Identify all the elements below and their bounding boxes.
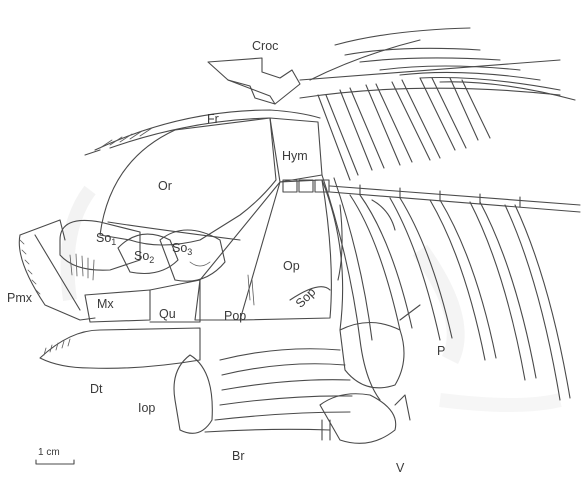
label-or: Or: [158, 179, 172, 193]
pectoral-girdle: [322, 175, 420, 400]
label-so2: So2: [134, 249, 154, 265]
label-qu: Qu: [159, 307, 176, 321]
label-fr: Fr: [207, 112, 219, 126]
label-so1: So1: [96, 231, 116, 247]
crest-bone: [208, 58, 300, 104]
label-sop: Sop: [293, 285, 319, 311]
neural-spines: [300, 78, 560, 180]
label-op: Op: [283, 259, 300, 273]
scale-bar: 1 cm: [36, 447, 74, 464]
scale-bar-line: [36, 460, 74, 464]
label-hym: Hym: [282, 149, 308, 163]
label-mx: Mx: [97, 297, 114, 311]
opercular-series: [195, 180, 343, 330]
scale-bar-label: 1 cm: [38, 447, 60, 458]
label-br: Br: [232, 449, 245, 463]
label-p: P: [437, 344, 445, 358]
label-v: V: [396, 461, 405, 475]
label-croc: Croc: [252, 39, 278, 53]
label-iop: Iop: [138, 401, 155, 415]
label-pmx: Pmx: [7, 291, 33, 305]
label-dt: Dt: [90, 382, 103, 396]
pelvic-fin: [320, 394, 410, 444]
label-pop: Pop: [224, 309, 246, 323]
branchiostegal-rays: [174, 349, 352, 434]
label-so3: So3: [172, 241, 192, 257]
